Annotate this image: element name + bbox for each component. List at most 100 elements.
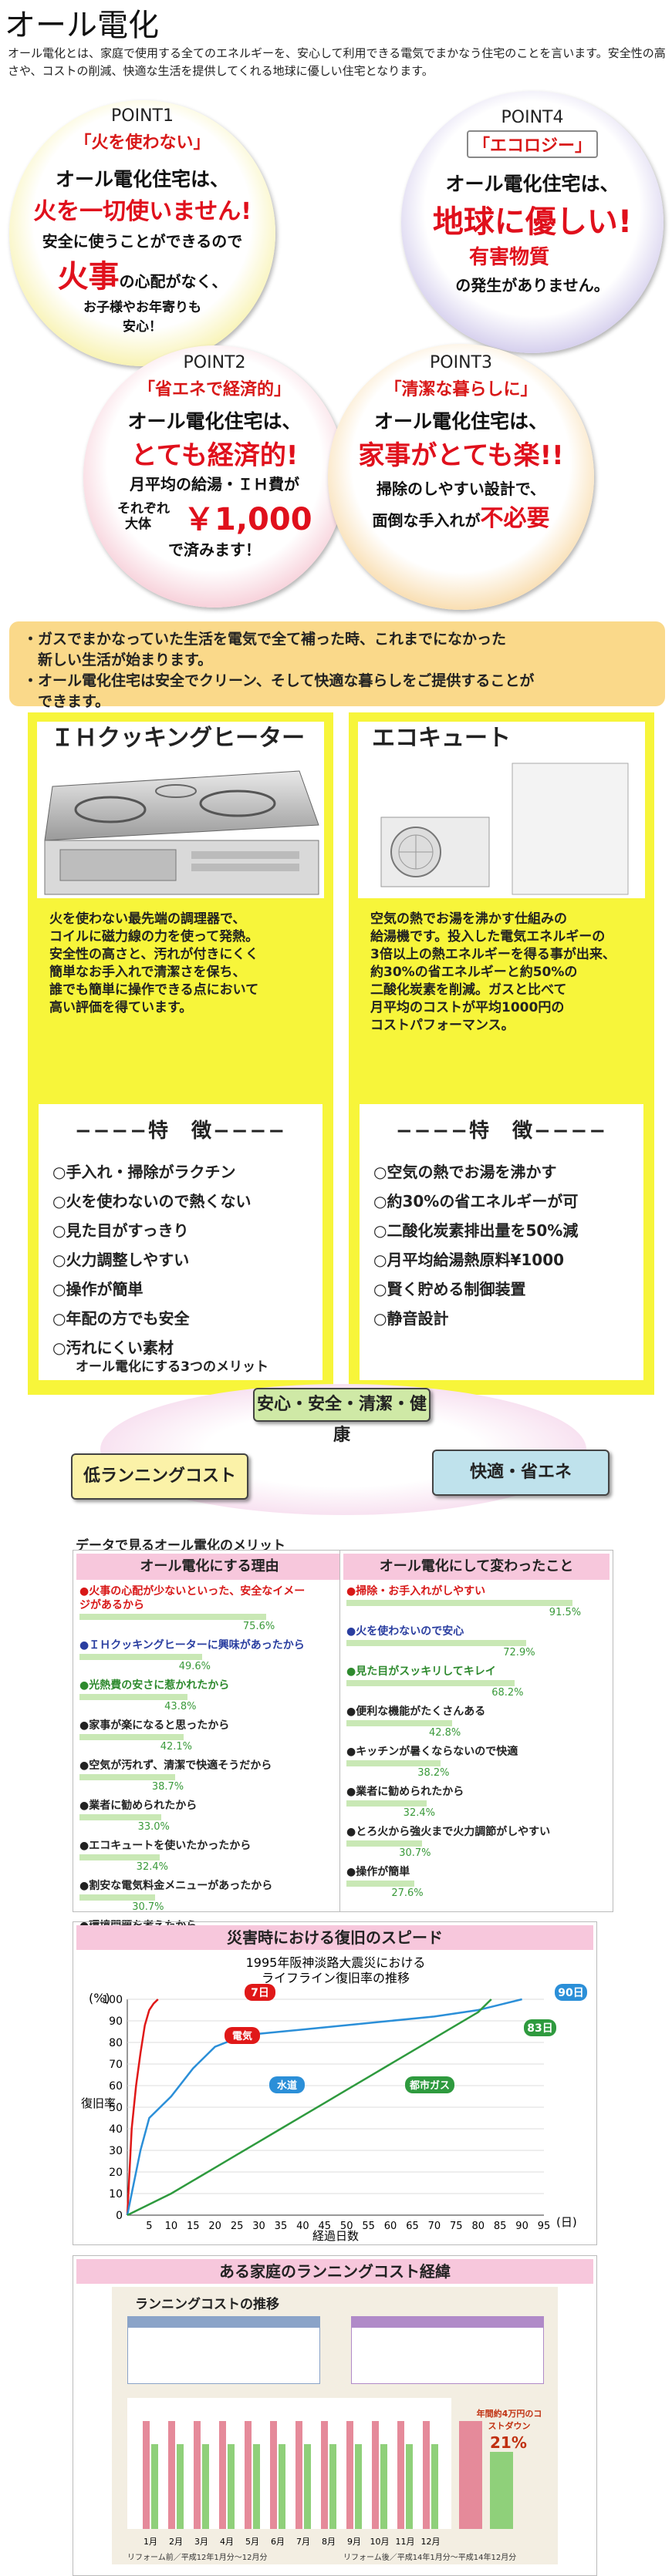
x-tick-label: 25 — [231, 2221, 244, 2232]
point1-l6: 安心！ — [123, 319, 162, 335]
stat-label: ●ＩＨクッキングヒーターに興味があったから — [79, 1639, 305, 1652]
badge-electric-text: 7日 — [251, 1987, 269, 1999]
list-item: ○二酸化炭素排出量を50%減 — [373, 1221, 579, 1240]
stat-bar — [79, 1814, 161, 1820]
point3-l3: 掃除のしやすい設計で、 — [377, 480, 545, 498]
point1-circle: POINT1 「火を使わない」 オール電化住宅は、 火を一切使いません! 安全に… — [9, 100, 275, 366]
total-before-bar — [459, 2421, 482, 2529]
label-electric — [225, 2027, 260, 2044]
summary-line4: できます。 — [23, 693, 110, 710]
page-title: オール電化 — [5, 8, 159, 43]
stat-label: ●便利な機能がたくさんある — [346, 1706, 486, 1718]
stat-label: ●操作が簡単 — [346, 1866, 410, 1878]
stat-pct: 68.2% — [491, 1687, 524, 1699]
bar-after — [177, 2444, 184, 2529]
summary-line3: ・オール電化住宅は安全でクリーン、そして快適な暮らしをご提供することが — [23, 672, 535, 689]
stat-bar — [79, 1694, 188, 1700]
ih-desc-line: 誰でも簡単に操作できる点において — [49, 982, 259, 998]
point2-l4c: ￥1,000 — [184, 502, 312, 537]
point2-l4a: それぞれ — [117, 501, 170, 517]
bar-before — [270, 2421, 277, 2529]
badge-gas-text: 83日 — [527, 2022, 552, 2035]
month-label: 11月 — [396, 2537, 415, 2547]
point1-l2: 火を一切使いません! — [33, 198, 252, 225]
bar-after — [406, 2444, 413, 2529]
ih-description: 火を使わない最先端の調理器で、 コイルに磁力線の力を使って発熱。 安全性の高さと… — [49, 911, 312, 1017]
stat-pct: 32.4% — [403, 1807, 435, 1819]
list-item: ○約30%の省エネルギーが可 — [373, 1192, 579, 1211]
series-line — [126, 1999, 159, 2216]
point2-circle: POINT2 「省エネで経済的」 オール電化住宅は、 とても経済的! 月平均の給… — [83, 345, 346, 608]
bar-after — [431, 2444, 438, 2529]
total-after-bar — [490, 2452, 513, 2529]
x-tick-label: 10 — [165, 2221, 178, 2232]
list-item: ○火力調整しやすい — [52, 1251, 190, 1269]
stat-label: ●割安な電気料金メニューがあったから — [79, 1880, 273, 1892]
cost-down-pct: 21% — [490, 2433, 527, 2452]
x-tick-label: 75 — [450, 2221, 463, 2232]
recovery-chart: 1995年阪神淡路大震災における ライフライン復旧率の推移 (%) 復旧率 経過… — [81, 1955, 587, 2243]
ecocute-heading: エコキュート — [358, 722, 645, 756]
stat-bar — [79, 1774, 175, 1780]
after-info-box — [351, 2316, 544, 2384]
merit-title: オール電化にする3つのメリット — [76, 1359, 268, 1375]
badge-electric — [245, 1984, 275, 2001]
stat-pct: 38.7% — [151, 1781, 184, 1793]
recovery-heading: 災害時における復旧のスピード — [76, 1925, 593, 1950]
merit-comfort: 快適・省エネ — [432, 1450, 610, 1496]
point3-l4b: 不必要 — [480, 505, 550, 532]
merit-low-cost: 低ランニングコスト — [71, 1453, 248, 1500]
recovery-ylabel: 復旧率 — [81, 2096, 116, 2110]
list-item: ○操作が簡単 — [52, 1280, 144, 1298]
bar-before — [423, 2421, 430, 2529]
y-tick-label: 40 — [109, 2123, 123, 2136]
stat-pct: 91.5% — [549, 1607, 582, 1618]
month-label: 5月 — [245, 2537, 259, 2547]
ecocute-description: 空気の熱でお湯を沸かす仕組みの 給湯機です。投入した電気エネルギーの 3倍以上の… — [370, 911, 633, 1035]
label-water — [269, 2076, 305, 2093]
point3-circle: POINT3 「清潔な暮らしに」 オール電化住宅は、 家事がとても楽!! 掃除の… — [328, 344, 594, 610]
month-label: 10月 — [370, 2537, 390, 2547]
badge-gas — [524, 2019, 556, 2036]
stat-pct: 43.8% — [164, 1701, 197, 1712]
stat-label: ●業者に勧められたから — [79, 1800, 198, 1812]
y-tick-label: 50 — [109, 2102, 123, 2114]
bar-before — [245, 2421, 252, 2529]
point2-l5: で済みます！ — [168, 540, 261, 559]
stat-bar — [79, 1734, 184, 1740]
ih-heading: ＩＨクッキングヒーター — [37, 722, 324, 756]
intro-text: オール電化とは、家庭で使用する全てのエネルギーを、安心して利用できる電気でまかな… — [8, 46, 666, 78]
list-item: ○年配の方でも安全 — [52, 1309, 190, 1328]
ecocute-section: エコキュート 空気の熱でお湯を沸かす仕組みの 給湯機です。投入した電気エネルギー… — [349, 712, 654, 1395]
x-tick-label: 30 — [252, 2221, 265, 2232]
eco-desc-line: 約30%の省エネルギーと約50%の — [370, 965, 578, 980]
eco-desc-line: 月平均のコストが平均1000円の — [370, 1000, 565, 1015]
point3-l4: 面倒な手入れが — [372, 511, 481, 530]
summary-band: ・ガスでまかなっていた生活を電気で全て補った時、これまでになかった 新しい生活が… — [9, 621, 665, 710]
point1-sub: 「火を使わない」 — [74, 133, 211, 153]
eco-desc-line: 二酸化炭素を削減。ガスと比べて — [370, 982, 567, 998]
stat-bar — [346, 1760, 441, 1766]
stat-label: ●火を使わないので安心 — [346, 1625, 464, 1638]
badge-water-text: 90日 — [558, 1987, 583, 1999]
bar-after — [151, 2444, 158, 2529]
stat-bar — [346, 1840, 423, 1847]
running-heading: ある家庭のランニングコスト経緯 — [76, 2259, 593, 2284]
badge-water — [555, 1984, 587, 2001]
month-label: 2月 — [169, 2537, 183, 2547]
month-label: 9月 — [347, 2537, 361, 2547]
ih-desc-line: 簡単なお手入れで清潔さを保ち、 — [49, 965, 246, 980]
eco-desc-line: 3倍以上の熱エネルギーを得る事が出来、 — [370, 947, 616, 962]
eco-desc-line: 給湯機です。投入した電気エネルギーの — [370, 929, 606, 945]
point1-l1: オール電化住宅は、 — [55, 168, 229, 190]
label-electric-text: 電気 — [232, 2030, 252, 2042]
stat-pct: 33.0% — [137, 1821, 170, 1833]
